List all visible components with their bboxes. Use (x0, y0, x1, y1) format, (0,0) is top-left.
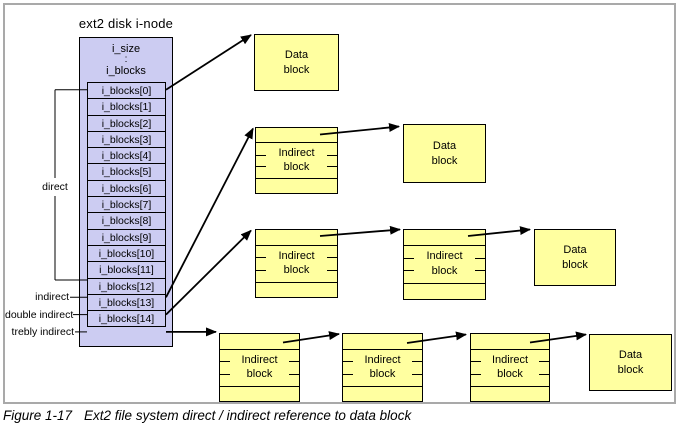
inode-row-5: i_blocks[5] (87, 163, 166, 181)
indirect-block-label: Indirect block (491, 353, 529, 381)
slot-tick (327, 166, 337, 168)
inode-row-11: i_blocks[11] (87, 261, 166, 279)
slot-tick (404, 257, 414, 259)
data-block-direct: Data block (254, 34, 339, 91)
inode-row-10: i_blocks[10] (87, 244, 166, 263)
inode-row-7: i_blocks[7] (87, 196, 166, 214)
slot-divider (471, 385, 549, 387)
slot-tick (289, 373, 299, 375)
slot-tick (327, 257, 337, 259)
inode-field-isize: i_size (111, 43, 141, 55)
data-block-label: Data block (283, 49, 310, 76)
inode-row-3: i_blocks[3] (87, 130, 166, 149)
slot-tick (475, 257, 485, 259)
slot-tick (327, 269, 337, 271)
inode-row-14: i_blocks[14] (87, 310, 166, 328)
inode-row-6: i_blocks[6] (87, 179, 166, 198)
slot-tick (404, 270, 414, 272)
indirect-block-trebly-2: Indirect block (342, 333, 423, 402)
inode-table: i_size : i_blocks i_blocks[0] i_blocks[1… (79, 37, 173, 347)
slot-tick (412, 373, 422, 375)
slot-divider (220, 385, 299, 387)
inode-row-9: i_blocks[9] (87, 228, 166, 246)
slot-divider (256, 178, 337, 180)
slot-divider (256, 281, 337, 283)
slot-divider (256, 244, 337, 246)
inode-row-13: i_blocks[13] (87, 293, 166, 312)
slot-divider (256, 142, 337, 144)
slot-tick (256, 269, 266, 271)
inode-row-8: i_blocks[8] (87, 212, 166, 230)
slot-divider (343, 348, 422, 350)
figure-number: Figure 1-17 (3, 408, 73, 423)
slot-divider (471, 348, 549, 350)
figure-caption-text: Ext2 file system direct / indirect refer… (84, 408, 412, 423)
slot-tick (475, 270, 485, 272)
slot-tick (471, 373, 481, 375)
label-direct: direct (42, 181, 68, 193)
inode-row-4: i_blocks[4] (87, 147, 166, 165)
slot-tick (256, 154, 266, 156)
indirect-block-label: Indirect block (278, 249, 315, 277)
inode-field-ellipsis: : (124, 54, 128, 65)
inode-row-12: i_blocks[12] (87, 277, 166, 295)
label-double-indirect: double indirect (5, 308, 74, 321)
indirect-block-label: Indirect block (241, 353, 278, 381)
slot-tick (343, 373, 353, 375)
figure-caption: Figure 1-17 Ext2 file system direct / in… (3, 408, 411, 423)
slot-tick (539, 373, 549, 375)
data-block-single-indirect: Data block (403, 124, 486, 183)
slot-tick (343, 361, 353, 363)
slot-tick (289, 361, 299, 363)
slot-tick (220, 361, 230, 363)
inode-row-1: i_blocks[1] (87, 98, 166, 116)
inode-row-2: i_blocks[2] (87, 114, 166, 132)
indirect-block-label: Indirect block (364, 353, 401, 381)
slot-divider (220, 348, 299, 350)
data-block-label: Data block (562, 244, 588, 271)
slot-tick (256, 166, 266, 168)
slot-tick (471, 361, 481, 363)
slot-tick (256, 257, 266, 259)
slot-tick (539, 361, 549, 363)
inode-header: i_size : i_blocks (80, 38, 172, 78)
indirect-block-label: Indirect block (278, 146, 315, 174)
slot-tick (327, 154, 337, 156)
data-block-label: Data block (431, 140, 458, 167)
slot-divider (343, 385, 422, 387)
label-trebly-indirect: trebly indirect (11, 326, 74, 338)
indirect-block-double-2: Indirect block (403, 228, 486, 300)
indirect-block-single: Indirect block (255, 127, 338, 194)
slot-tick (412, 361, 422, 363)
label-indirect: indirect (35, 291, 69, 303)
indirect-block-double-1: Indirect block (255, 229, 338, 298)
slot-divider (404, 282, 485, 284)
inode-field-iblocks: i_blocks (106, 65, 146, 77)
inode-rows: i_blocks[0] i_blocks[1] i_blocks[2] i_bl… (87, 82, 166, 328)
data-block-label: Data block (617, 349, 644, 376)
indirect-block-trebly-1: Indirect block (219, 333, 300, 402)
slot-divider (404, 244, 485, 246)
indirect-block-trebly-3: Indirect block (470, 333, 550, 402)
slot-tick (220, 373, 230, 375)
inode-row-0: i_blocks[0] (87, 82, 166, 100)
data-block-double-indirect: Data block (534, 229, 616, 286)
indirect-block-label: Indirect block (426, 250, 463, 277)
diagram-title: ext2 disk i-node (78, 16, 174, 31)
data-block-trebly-indirect: Data block (589, 334, 672, 391)
